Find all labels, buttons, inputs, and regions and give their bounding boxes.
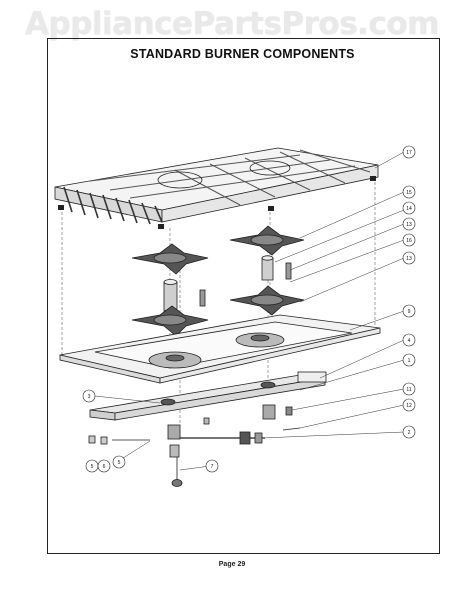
- diagram-title: STANDARD BURNER COMPONENTS: [130, 47, 355, 61]
- svg-text:5: 5: [118, 460, 121, 466]
- callout-14: 14: [402, 201, 416, 215]
- svg-text:9: 9: [408, 309, 411, 315]
- svg-text:13: 13: [406, 222, 412, 228]
- diagram-frame: [47, 38, 440, 554]
- clip-parts: [203, 406, 301, 431]
- svg-text:17: 17: [406, 150, 412, 156]
- callout-5a: 5: [85, 459, 99, 473]
- gas-valve-left: [167, 424, 183, 487]
- watermark-logo: AppliancePartsPros.com: [25, 6, 439, 42]
- burner-base-right: [261, 255, 274, 281]
- callout-2: 2: [402, 425, 416, 439]
- svg-text:5: 5: [91, 464, 94, 470]
- callout-7: 7: [205, 459, 219, 473]
- burner-cap-left-lower: [131, 305, 209, 337]
- gas-valve-right: [262, 404, 276, 420]
- svg-text:2: 2: [408, 430, 411, 436]
- burner-cap-left-upper: [131, 243, 209, 275]
- svg-text:13: 13: [406, 256, 412, 262]
- svg-text:14: 14: [406, 206, 412, 212]
- igniter-right: [285, 262, 292, 280]
- callout-13a: 13: [402, 217, 416, 231]
- svg-text:7: 7: [211, 464, 214, 470]
- burner-cap-right-lower: [229, 285, 305, 316]
- callout-1: 1: [402, 353, 416, 367]
- callout-16: 16: [402, 233, 416, 247]
- grate-assembly: [54, 147, 379, 229]
- svg-text:6: 6: [103, 464, 106, 470]
- callout-5b: 5: [112, 455, 126, 469]
- callout-9: 9: [402, 304, 416, 318]
- page-number: Page 29: [218, 561, 246, 568]
- callout-4: 4: [402, 333, 416, 347]
- svg-text:12: 12: [406, 403, 412, 409]
- burner-cap-right-upper: [229, 225, 305, 256]
- callout-13b: 13: [402, 251, 416, 265]
- igniter-left: [199, 289, 206, 307]
- svg-text:15: 15: [406, 190, 412, 196]
- svg-text:1: 1: [408, 358, 411, 364]
- gas-manifold-pipe: [180, 431, 265, 445]
- callout-12: 12: [402, 398, 416, 412]
- manifold-bracket: [89, 371, 327, 421]
- svg-text:16: 16: [406, 238, 412, 244]
- burner-box: [59, 314, 381, 384]
- orifice-parts: [88, 435, 150, 445]
- callout-17: 17: [402, 145, 416, 159]
- callout-11: 11: [402, 382, 416, 396]
- svg-text:3: 3: [88, 394, 91, 400]
- callout-15: 15: [402, 185, 416, 199]
- callout-6: 6: [97, 459, 111, 473]
- svg-text:4: 4: [408, 338, 411, 344]
- callout-3: 3: [82, 389, 96, 403]
- svg-text:11: 11: [406, 387, 411, 393]
